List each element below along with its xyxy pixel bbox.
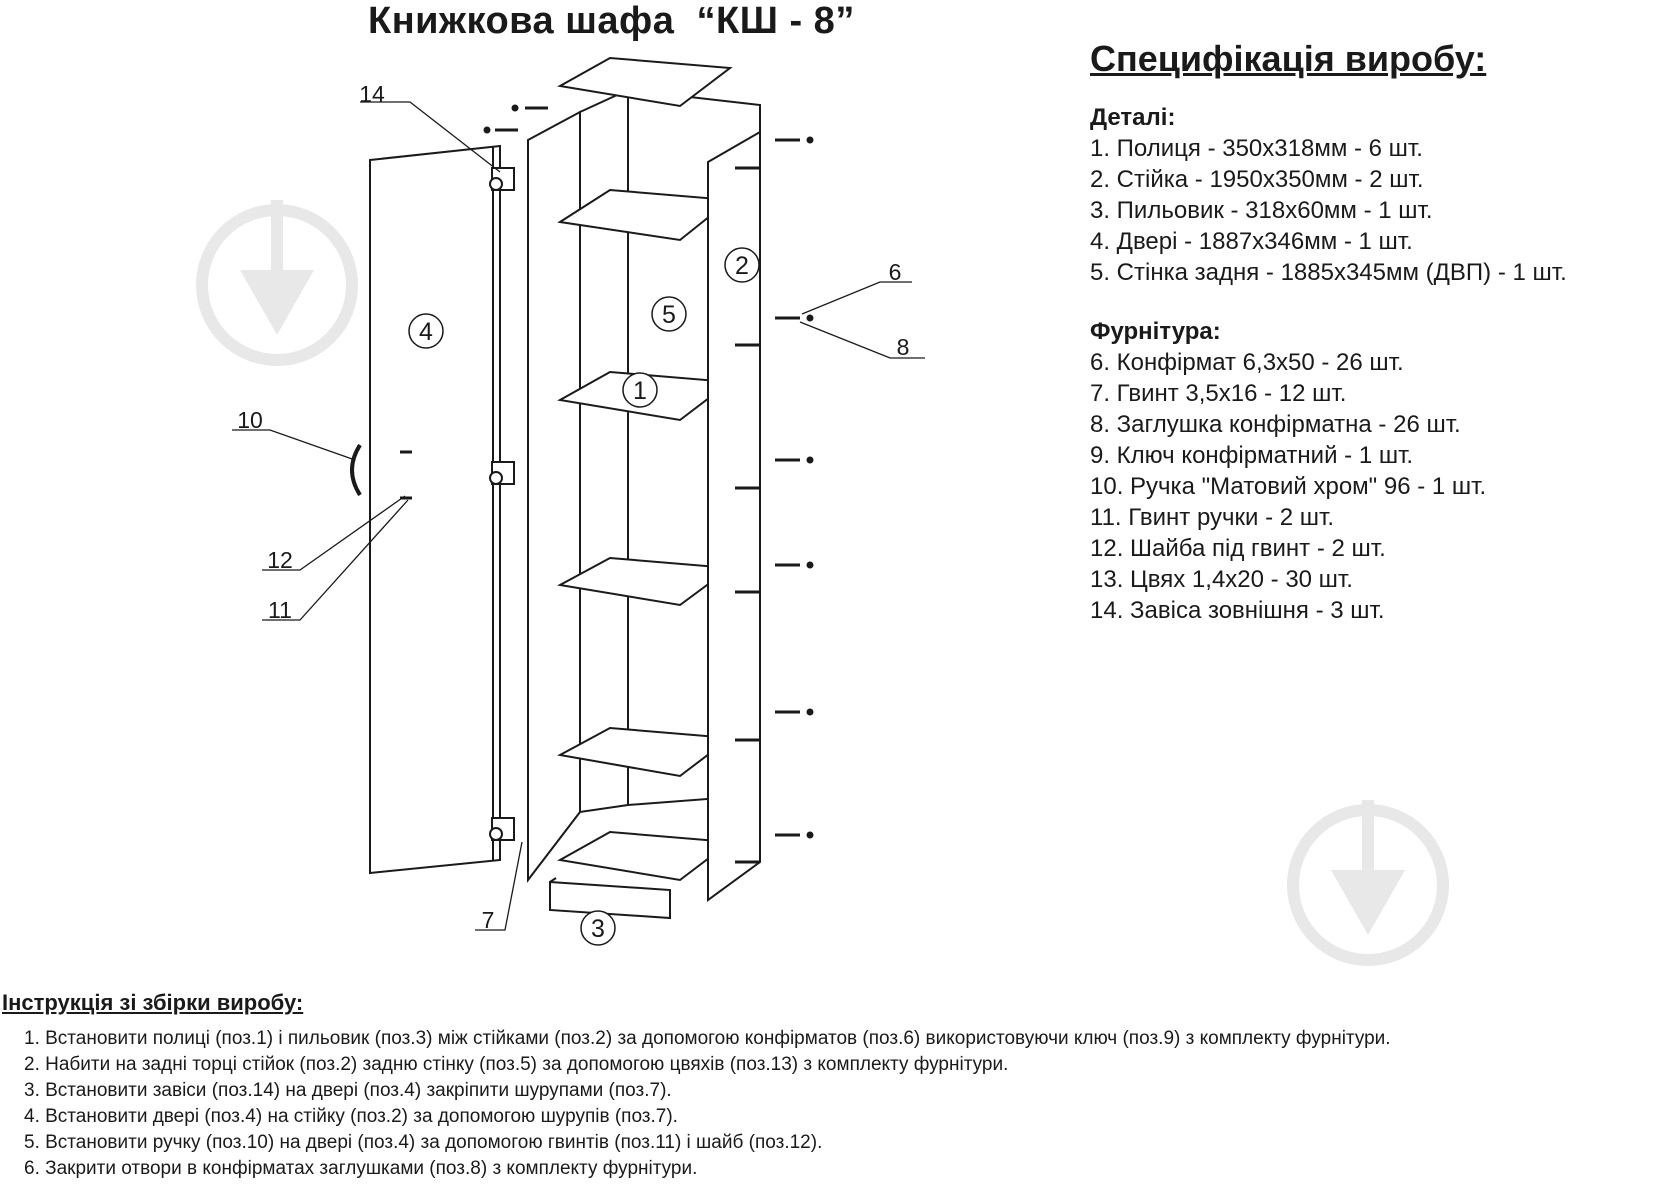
instruction-step: 1. Встановити полиці (поз.1) і пильовик … [24,1028,1391,1049]
hardware-item: 9. Ключ конфірматний - 1 шт. [1090,442,1414,469]
hardware-item: 8. Заглушка конфірматна - 26 шт. [1090,411,1461,438]
assembly-diagram: 4 5 1 2 3 14 6 8 10 12 11 7 [196,56,1449,966]
detail-item: 3. Пильовик - 318х60мм - 1 шт. [1090,197,1433,224]
leader-label-handle: 10 [237,407,263,433]
hardware-item: 10. Ручка "Матовий хром" 96 - 1 шт. [1090,473,1487,500]
assembly-instructions: Інструкція зі збірки виробу: 1. Встанови… [2,990,1670,1182]
leader-label-hinge: 14 [359,81,385,107]
leader-lines [232,101,925,931]
details-heading: Деталі: [1090,104,1176,131]
instructions-title: Інструкція зі збірки виробу: [2,990,304,1015]
leader-label-handle-screw: 11 [268,597,292,623]
top-shelf [557,56,733,108]
plinth [549,880,671,920]
spec-title: Специфікація виробу: [1090,38,1487,79]
part-label-shelf: 1 [633,377,647,405]
watermark-logo-left-icon [196,200,358,366]
left-side-panel [527,110,581,883]
detail-item: 1. Полиця - 350х318мм - 6 шт. [1090,135,1423,162]
detail-item: 4. Двері - 1887х346мм - 1 шт. [1090,228,1413,255]
page-title: Книжкова шафа “КШ - 8” [368,0,855,42]
door-panel [369,144,501,875]
part-label-back-wall: 5 [662,301,676,329]
part-label-plinth: 3 [591,915,605,943]
detail-item: 2. Стійка - 1950х350мм - 2 шт. [1090,166,1424,193]
bottom-shelf [557,830,733,882]
confirmat-screws [400,104,814,864]
hardware-item: 12. Шайба під гвинт - 2 шт. [1090,535,1386,562]
hardware-item: 7. Гвинт 3,5х16 - 12 шт. [1090,380,1347,407]
hardware-item: 11. Гвинт ручки - 2 шт. [1090,504,1335,531]
instruction-step: 2. Набити на задні торці стійок (поз.2) … [24,1054,1009,1075]
watermark-logo-right-icon [1287,800,1449,966]
hardware-item: 13. Цвях 1,4х20 - 30 шт. [1090,566,1353,593]
leader-label-washer: 12 [267,547,293,573]
leader-label-screw: 7 [482,907,495,933]
instruction-step: 6. Закрити отвори в конфірматах заглушка… [24,1158,698,1179]
hardware-heading: Фурнітура: [1090,318,1221,345]
leader-label-cap: 8 [897,334,910,360]
part-label-side-panel: 2 [735,252,749,280]
instruction-step: 3. Встановити завіси (поз.14) на двері (… [24,1080,672,1101]
part-label-door: 4 [419,318,433,346]
leader-label-confirmat: 6 [889,259,902,285]
specification-panel: Специфікація виробу: Деталі: 1. Полиця -… [1090,38,1660,626]
instruction-step: 5. Встановити ручку (поз.10) на двері (п… [24,1132,823,1153]
hardware-item: 14. Завіса зовнішня - 3 шт. [1090,597,1385,624]
hardware-item: 6. Конфірмат 6,3х50 - 26 шт. [1090,349,1404,376]
door-handle-icon [350,443,362,497]
detail-item: 5. Стінка задня - 1885х345мм (ДВП) - 1 ш… [1090,259,1567,286]
right-side-panel [707,130,761,902]
instruction-step: 4. Встановити двері (поз.4) на стійку (п… [24,1106,678,1127]
